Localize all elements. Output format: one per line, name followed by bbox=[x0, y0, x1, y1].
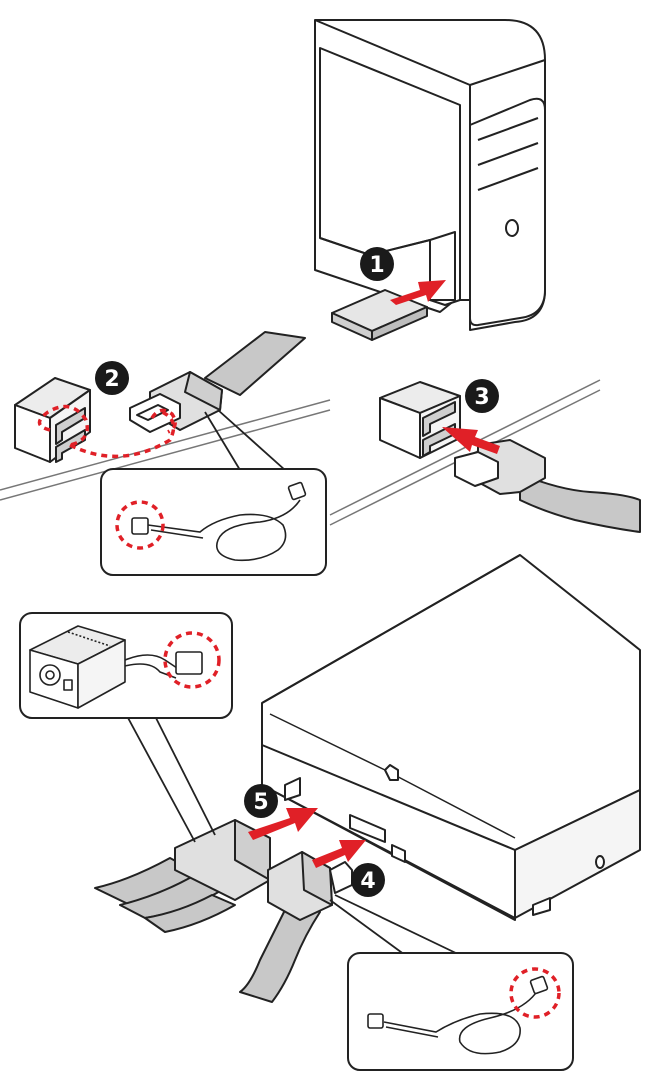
callout-lines-step-2 bbox=[205, 410, 285, 470]
step-badge-2: 2 bbox=[95, 361, 129, 395]
step-2-label: 2 bbox=[104, 367, 119, 392]
step-badge-3: 3 bbox=[465, 379, 499, 413]
step-1-label: 1 bbox=[369, 253, 384, 278]
step-3-label: 3 bbox=[474, 385, 489, 410]
drive-connector-block-left bbox=[15, 378, 90, 462]
drive-connector-block-right bbox=[380, 382, 460, 458]
psu-detail-panel bbox=[20, 613, 232, 718]
sata-cable-step-2 bbox=[130, 332, 305, 432]
cable-detail-panel-top bbox=[101, 469, 326, 575]
step-4-label: 4 bbox=[360, 869, 375, 894]
step-5-label: 5 bbox=[253, 790, 268, 815]
insert-arrow-step-4 bbox=[312, 840, 366, 868]
sata-power-cable-step-5 bbox=[95, 820, 270, 932]
step-badge-4: 4 bbox=[351, 863, 385, 897]
callout-lines-psu bbox=[127, 716, 215, 842]
step-badge-5: 5 bbox=[244, 784, 278, 818]
callout-lines-step-4 bbox=[330, 895, 460, 955]
cable-detail-panel-bottom bbox=[348, 953, 573, 1070]
sata-cable-step-3 bbox=[455, 440, 640, 532]
step-badge-1: 1 bbox=[360, 247, 394, 281]
